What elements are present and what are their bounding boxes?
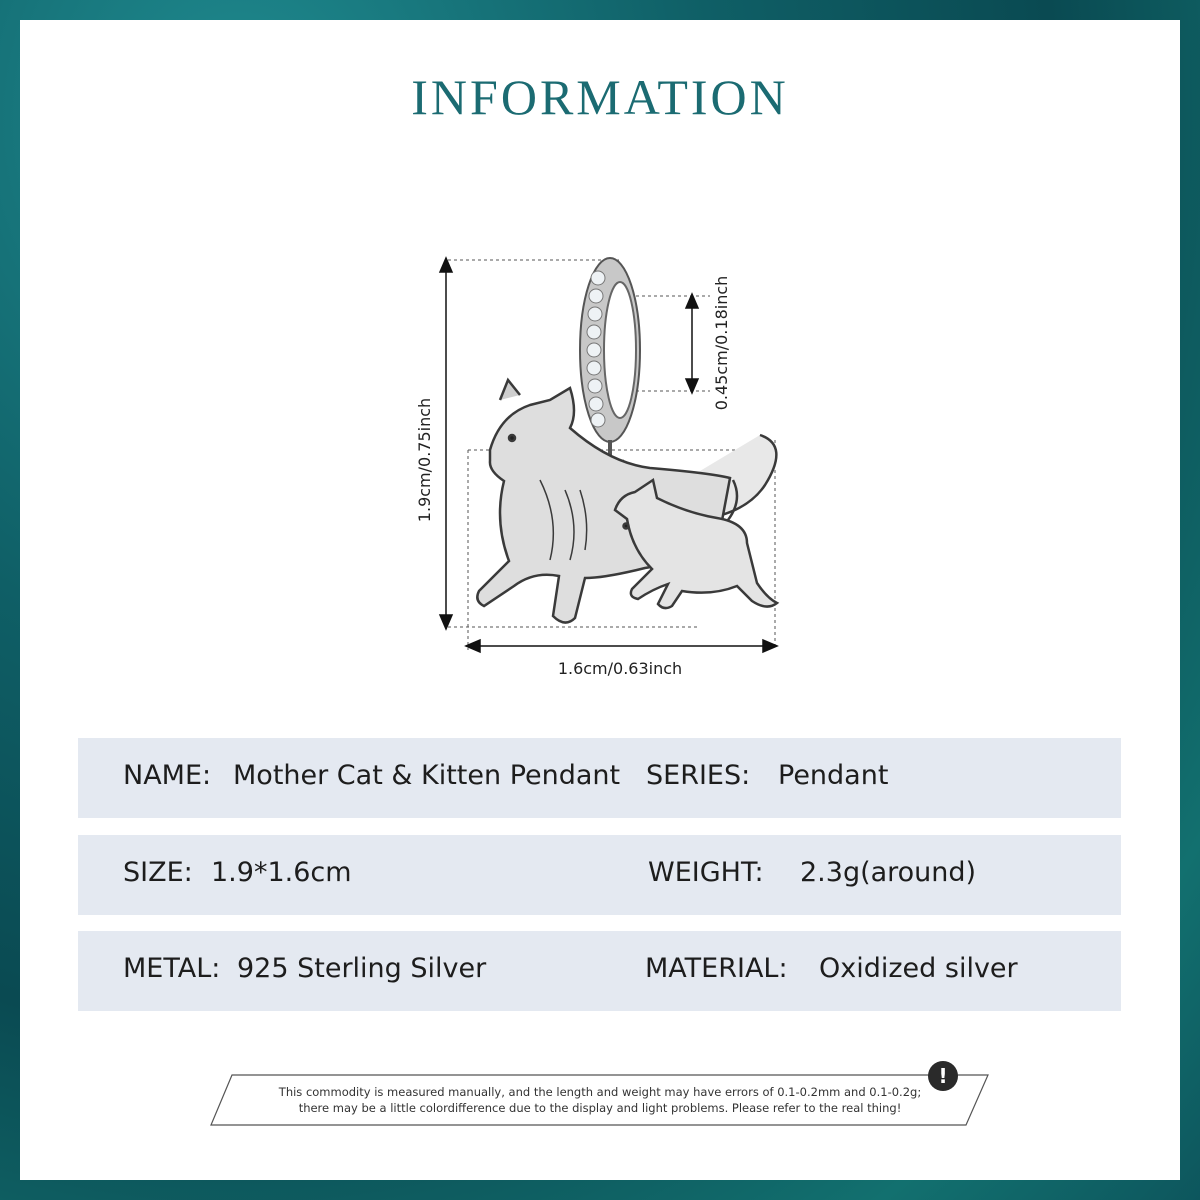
info-panel: INFORMATION 1.9cm/0.75inch 1.6cm/0.63inc… [20,20,1180,1180]
size-label: SIZE: [123,857,193,888]
name-value: Mother Cat & Kitten Pendant [233,760,621,791]
series-label: SERIES: [646,760,751,791]
name-label: NAME: [123,760,212,791]
page-title: INFORMATION [411,69,789,125]
metal-value: 925 Sterling Silver [237,953,487,984]
disclaimer-frame [210,1074,989,1126]
disclaimer-line-1: This commodity is measured manually, and… [278,1085,922,1099]
metal-label: METAL: [123,953,221,984]
spec-row-metal-material: METAL: 925 Sterling Silver MATERIAL: Oxi… [78,931,1121,1011]
width-dimension-label: 1.6cm/0.63inch [558,659,682,678]
disclaimer-line-2: there may be a little colordifference du… [298,1101,902,1115]
disclaimer-text: This commodity is measured manually, and… [210,1084,990,1116]
disclaimer-notice: This commodity is measured manually, and… [210,1074,990,1126]
material-value: Oxidized silver [819,953,1018,984]
weight-label: WEIGHT: [648,857,764,888]
size-value: 1.9*1.6cm [211,857,352,888]
product-illustration: 1.9cm/0.75inch 1.6cm/0.63inch 0.45cm/0.1… [415,256,780,678]
dimension-arrows [438,256,779,654]
spec-row-size-weight: SIZE: 1.9*1.6cm WEIGHT: 2.3g(around) [78,835,1121,915]
weight-value: 2.3g(around) [800,857,977,888]
kitten-figure [613,477,780,610]
spec-row-name-series: NAME: Mother Cat & Kitten Pendant SERIES… [78,738,1121,818]
series-value: Pendant [778,760,889,791]
exclamation-icon: ! [928,1061,958,1091]
bail-ring [579,257,641,485]
material-label: MATERIAL: [645,953,788,984]
dimension-guides [448,259,776,650]
height-dimension-label: 1.9cm/0.75inch [415,398,434,522]
bail-dimension-label: 0.45cm/0.18inch [712,276,731,411]
